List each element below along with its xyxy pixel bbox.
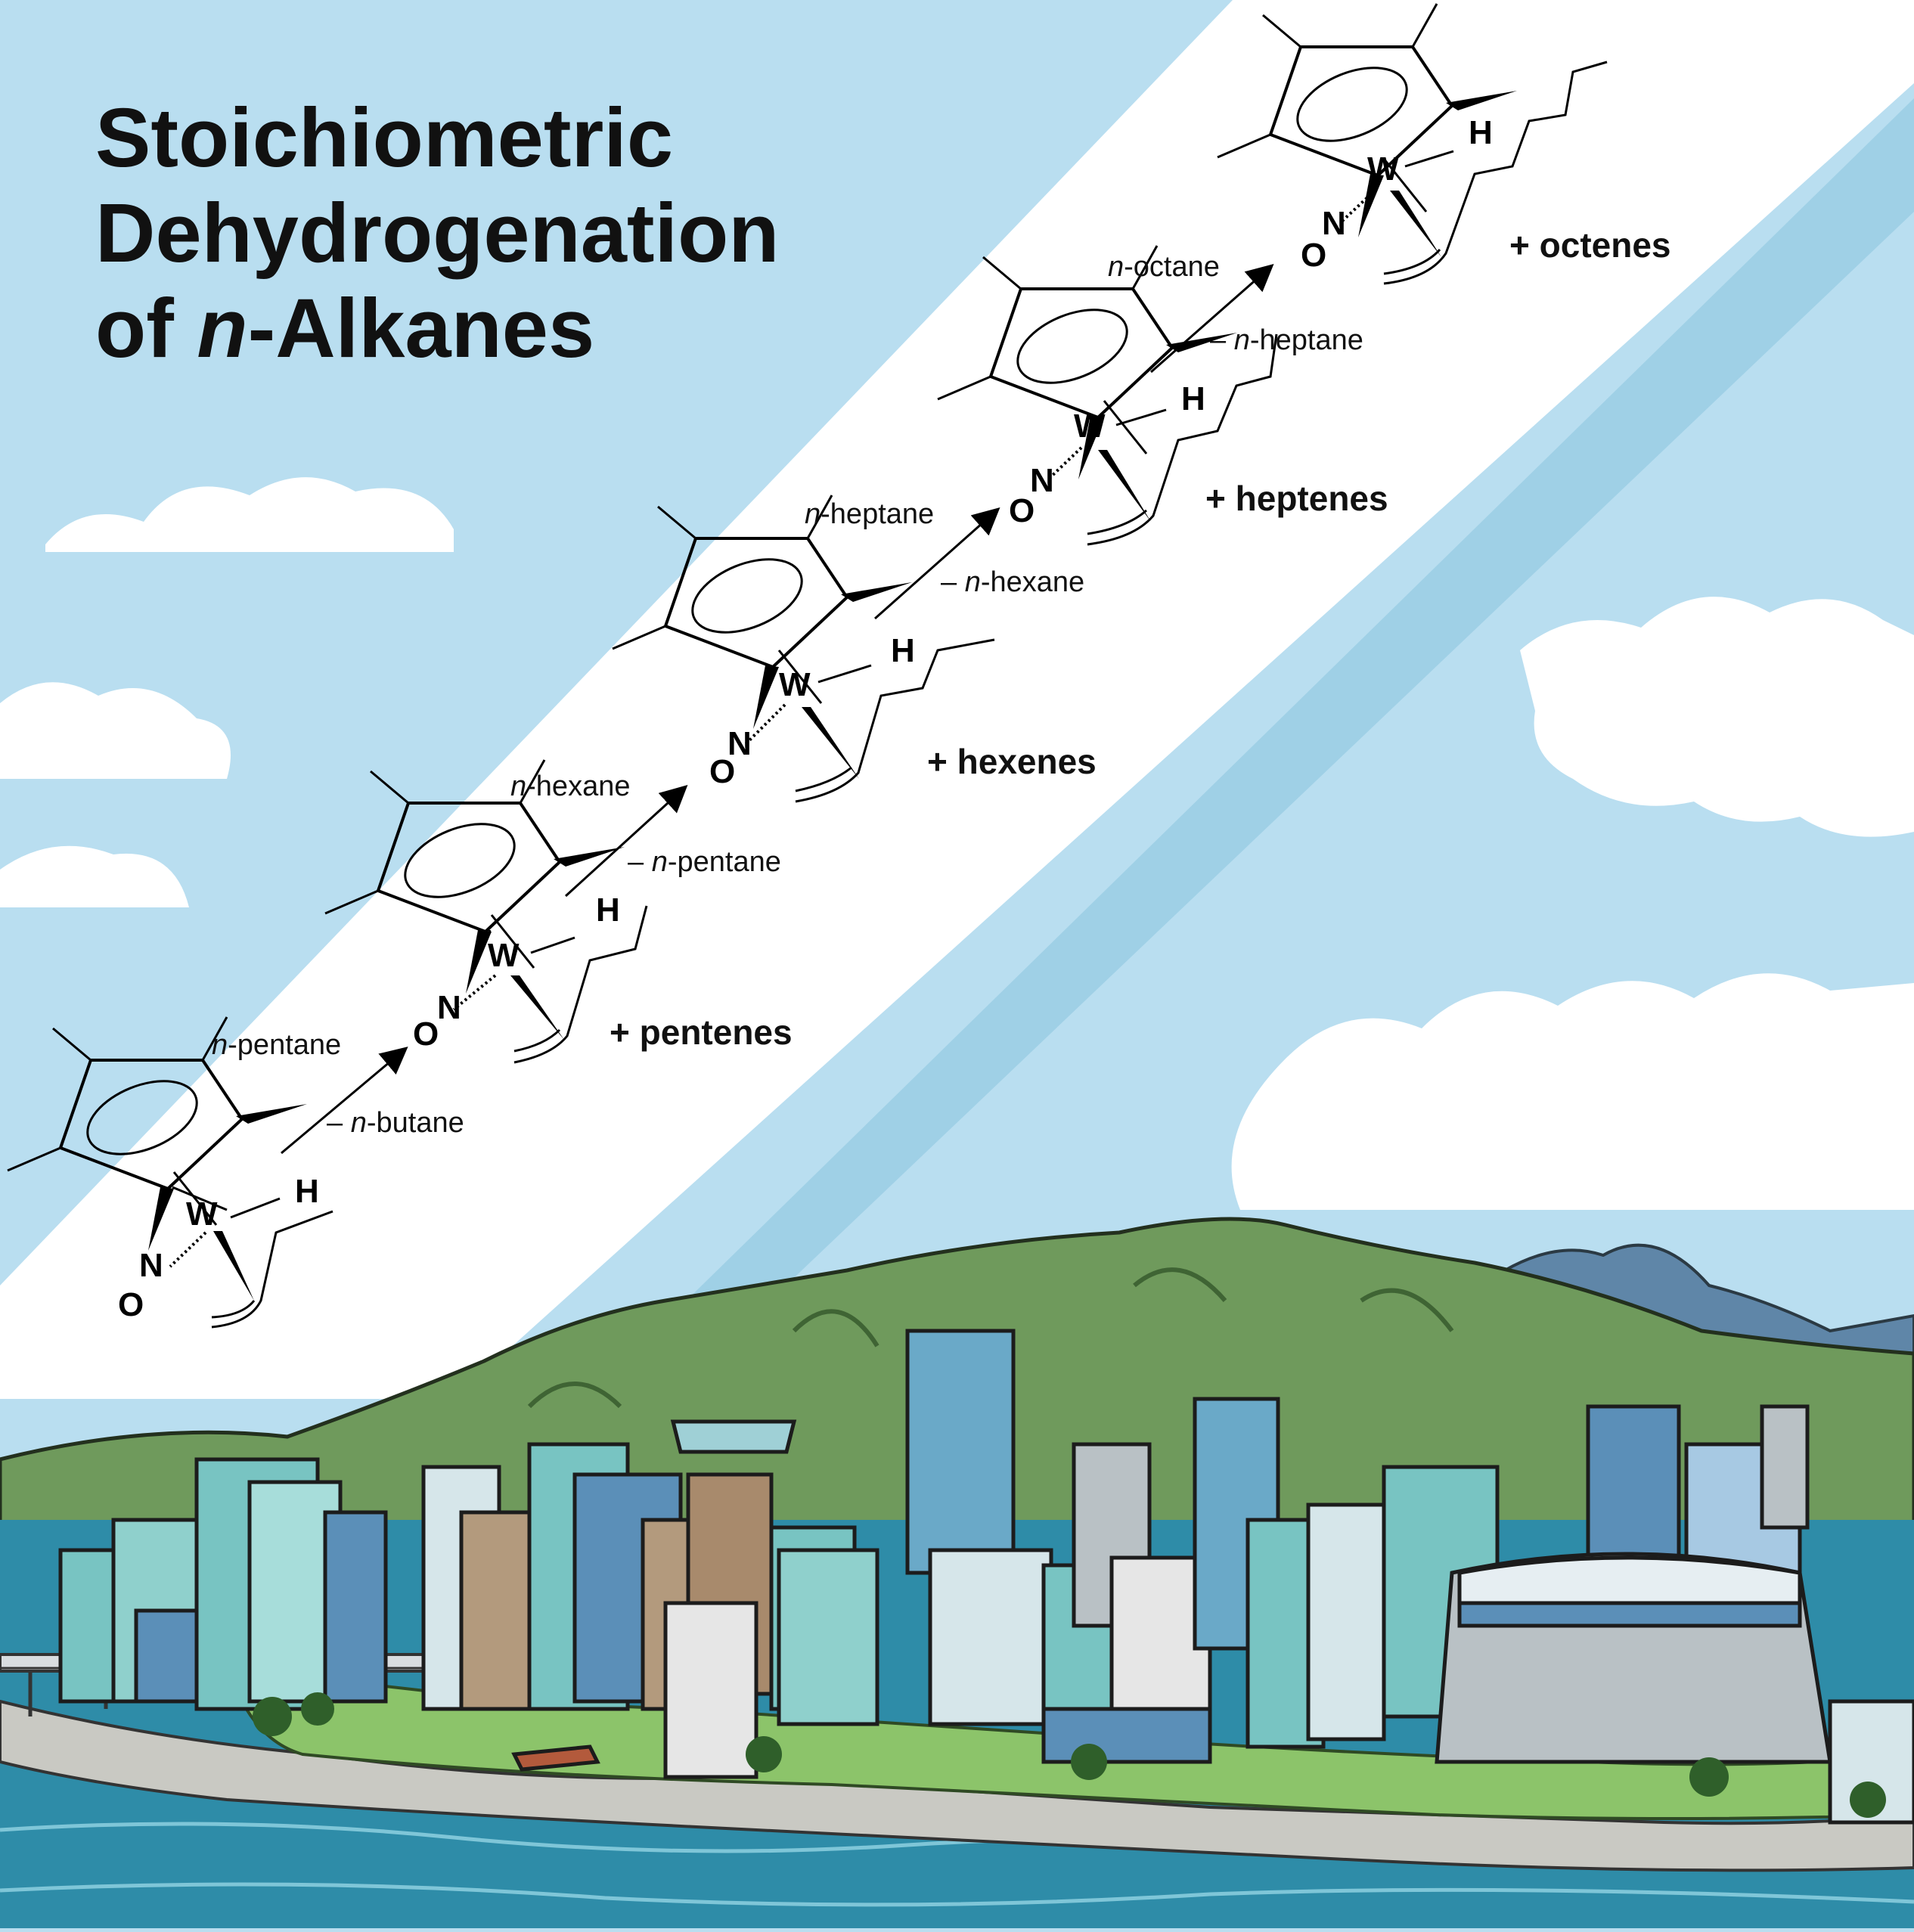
stadium-roof [1457,1555,1802,1605]
product-label-3: + heptenes [1205,479,1388,518]
mountain-ridges [527,1267,1454,1409]
complex-2: W H N O [324,758,648,1064]
complex-4: W H N O [936,244,1278,546]
nitrogen-atom: N [437,989,461,1026]
sky-stripe [408,98,1914,1573]
building [663,1601,758,1779]
title-line-1: Stoichiometric [95,91,674,185]
building [1760,1404,1810,1530]
building [928,1548,1053,1726]
building [777,1548,879,1726]
metal-atom: W [488,937,520,974]
metal-atom: W [1367,150,1399,188]
cloud-left-middle [0,682,231,779]
oxygen-atom: O [709,753,735,790]
reagent-label-3: n-heptane [805,498,934,530]
reagent-label-2: n-hexane [510,771,630,802]
reagent-label-1: n-pentane [212,1029,341,1061]
byproduct-label-2: – n-pentane [628,846,781,878]
roof [511,1744,600,1772]
complex-1: W H N O [6,1016,333,1329]
metal-atom: W [1074,408,1106,445]
reaction-arrow-2 [564,784,688,898]
title-line-2: Dehydrogenation [95,187,780,280]
hydride-atom: H [891,632,915,669]
cloud-left-lower [0,845,189,907]
convention-centre [1041,1707,1212,1764]
building [1306,1502,1386,1741]
reagent-label-4: n-octane [1108,251,1220,283]
building [905,1329,1016,1575]
nitrogen-atom: N [727,725,752,762]
oxygen-atom: O [413,1016,439,1053]
tower-top [670,1419,797,1454]
byproduct-label-1: – n-butane [327,1107,464,1139]
title-line-3-suffix: -Alkanes [247,282,595,375]
metal-atom: W [779,666,811,703]
nitrogen-atom: N [1030,462,1054,499]
reaction-arrow-3 [874,507,1000,620]
building [323,1510,388,1704]
page-title: Stoichiometric Dehydrogenation of n-Alka… [95,91,780,377]
trees [253,1692,1886,1818]
reaction-arrow-1 [281,1047,408,1155]
byproduct-label-4: – n-heptane [1210,324,1363,356]
diagonal-band [0,0,1914,1399]
oxygen-atom: O [1301,237,1326,274]
product-label-2: + hexenes [927,742,1097,781]
title-line-3-prefix: of [95,282,197,375]
hydride-atom: H [1469,114,1493,151]
nitrogen-atom: N [139,1247,163,1284]
cloud-left-top [45,477,454,552]
clouds [0,477,1914,1210]
product-label-1: + pentenes [610,1013,793,1052]
byproduct-label-3: – n-hexane [941,566,1084,598]
reaction-scheme: W H N O n-pentane – n-butane W H N O [6,2,1671,1329]
reaction-arrow-4 [1150,264,1274,374]
cloud-right-lower [1231,973,1914,1210]
city-skyline [58,1329,1914,1825]
complex-3: W H N O [611,494,995,803]
hydride-atom: H [596,892,620,929]
hydride-atom: H [295,1173,319,1210]
title-line-3-italic: n [197,282,248,375]
hydride-atom: H [1181,380,1205,417]
nitrogen-atom: N [1322,205,1346,242]
stadium-band [1457,1601,1802,1628]
oxygen-atom: O [118,1286,144,1323]
oxygen-atom: O [1009,492,1035,529]
product-label-4: + octenes [1509,225,1671,265]
cloud-right-upper [1520,597,1914,837]
title-line-3: of n-Alkanes [95,281,780,377]
metal-atom: W [186,1195,218,1233]
complex-5: W H N O [1216,2,1608,285]
